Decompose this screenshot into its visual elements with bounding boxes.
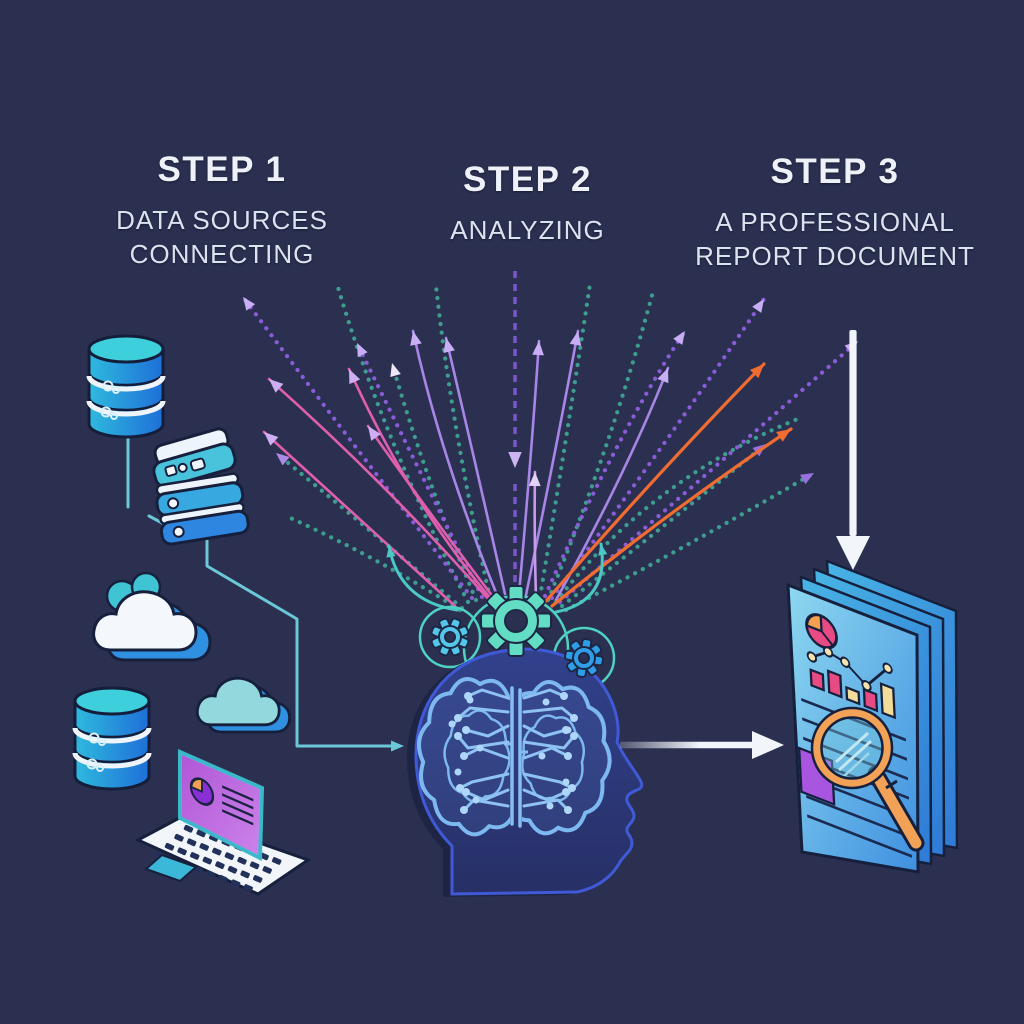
cloud-icon-small (195, 676, 292, 734)
step-3-title: STEP 3 (770, 152, 900, 191)
gear-icon-center (480, 585, 552, 657)
laptop-analytics-icon (134, 748, 312, 896)
step-1-title: STEP 1 (157, 150, 287, 189)
step-1-subtitle-line1: DATA SOURCES (116, 205, 328, 235)
step-2-subtitle-line1: ANALYZING (450, 215, 605, 245)
step-2-title: STEP 2 (463, 160, 592, 199)
step-3-subtitle-line2: REPORT DOCUMENT (695, 241, 975, 272)
pie-chart-icon (805, 613, 838, 650)
processing-gears (430, 585, 605, 679)
step-3-subtitle-line1: A PROFESSIONAL (715, 207, 955, 237)
analysis-arrow-fan (240, 271, 861, 614)
magnifying-glass-icon (810, 706, 925, 852)
flow-arrows (620, 330, 870, 759)
bar-chart-icon (809, 668, 896, 720)
database-icon-2 (75, 688, 149, 789)
step-2-header: STEP 2 ANALYZING (395, 160, 660, 247)
step-1-header: STEP 1 DATA SOURCES CONNECTING (62, 150, 382, 272)
step-1-subtitle-line2: CONNECTING (129, 239, 315, 270)
gear-icon-right (563, 637, 605, 679)
line-chart-icon (806, 646, 893, 692)
gear-icon-left (430, 617, 470, 657)
step-3-header: STEP 3 A PROFESSIONAL REPORT DOCUMENT (665, 152, 1005, 274)
brain-circuit-icon (416, 676, 612, 837)
laptop-screen-content (189, 777, 254, 826)
cloud-icon (92, 571, 212, 662)
database-icon (89, 336, 163, 437)
head-silhouette-icon (406, 647, 644, 897)
server-stack-icon (152, 427, 250, 546)
report-document-icon (786, 559, 959, 874)
